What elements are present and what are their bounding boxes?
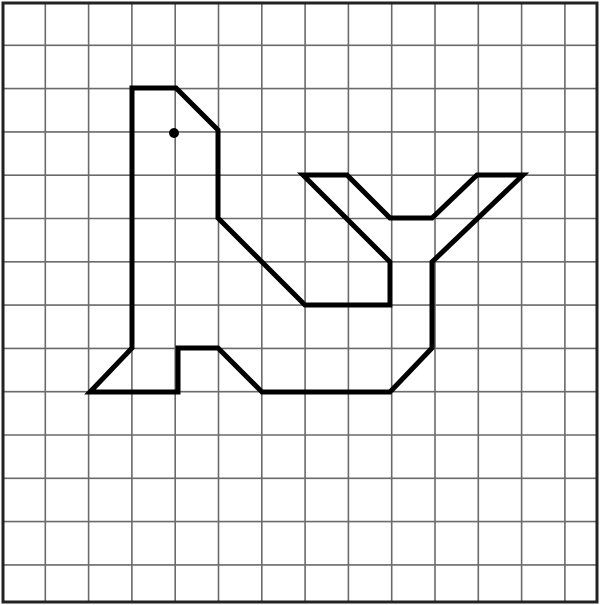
seal-eye	[169, 128, 179, 138]
seal-body-outline	[90, 88, 523, 392]
seal-figure	[90, 88, 523, 392]
